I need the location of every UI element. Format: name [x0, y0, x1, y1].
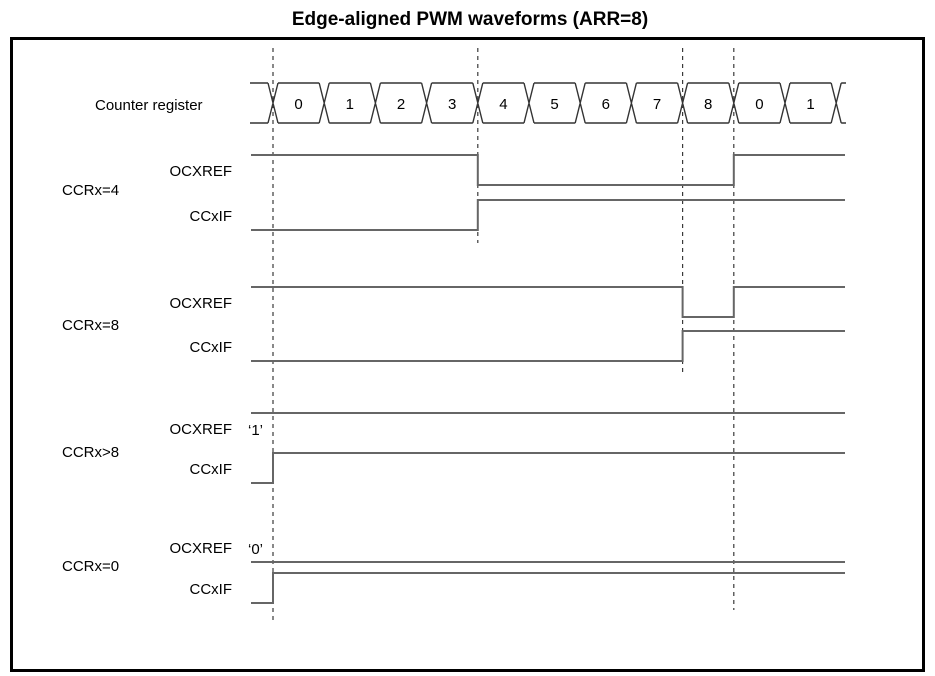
counter-value: 4 [499, 96, 507, 113]
ccrx4-ccxif-wave [251, 199, 845, 231]
signal-label: CCxIF [190, 208, 233, 225]
signal-label: CCxIF [190, 581, 233, 598]
level-annotation: ‘0’ [248, 541, 263, 558]
group-label: CCRx=4 [62, 182, 119, 199]
signal-label: OCXREF [169, 163, 232, 180]
group-label: CCRx>8 [62, 444, 119, 461]
counter-value: 0 [755, 96, 763, 113]
counter-value: 2 [397, 96, 405, 113]
counter-value: 0 [294, 96, 302, 113]
counter-value: 3 [448, 96, 456, 113]
ccrx8-ccxif-wave [251, 330, 845, 362]
signal-label: OCXREF [169, 295, 232, 312]
ccrx8-ocxref-wave [251, 286, 845, 318]
signal-label: CCxIF [190, 339, 233, 356]
ccrx0-ccxif-wave [251, 572, 845, 604]
group-label: CCRx=8 [62, 317, 119, 334]
ccrx4-ocxref-wave [251, 154, 845, 186]
signal-label: CCxIF [190, 461, 233, 478]
signal-label: OCXREF [169, 540, 232, 557]
counter-value: 7 [653, 96, 661, 113]
diagram-frame [10, 37, 925, 672]
counter-value: 8 [704, 96, 712, 113]
counter-value: 1 [346, 96, 354, 113]
group-label: CCRx=0 [62, 558, 119, 575]
counter-value: 5 [550, 96, 558, 113]
level-annotation: ‘1’ [248, 422, 263, 439]
signal-label: OCXREF [169, 421, 232, 438]
counter-bus [250, 82, 846, 124]
counter-value: 1 [806, 96, 814, 113]
figure-title: Edge-aligned PWM waveforms (ARR=8) [292, 9, 648, 30]
ccrx8-ccxif-wave [251, 452, 845, 484]
counter-register-label: Counter register [95, 97, 203, 114]
counter-value: 6 [602, 96, 610, 113]
